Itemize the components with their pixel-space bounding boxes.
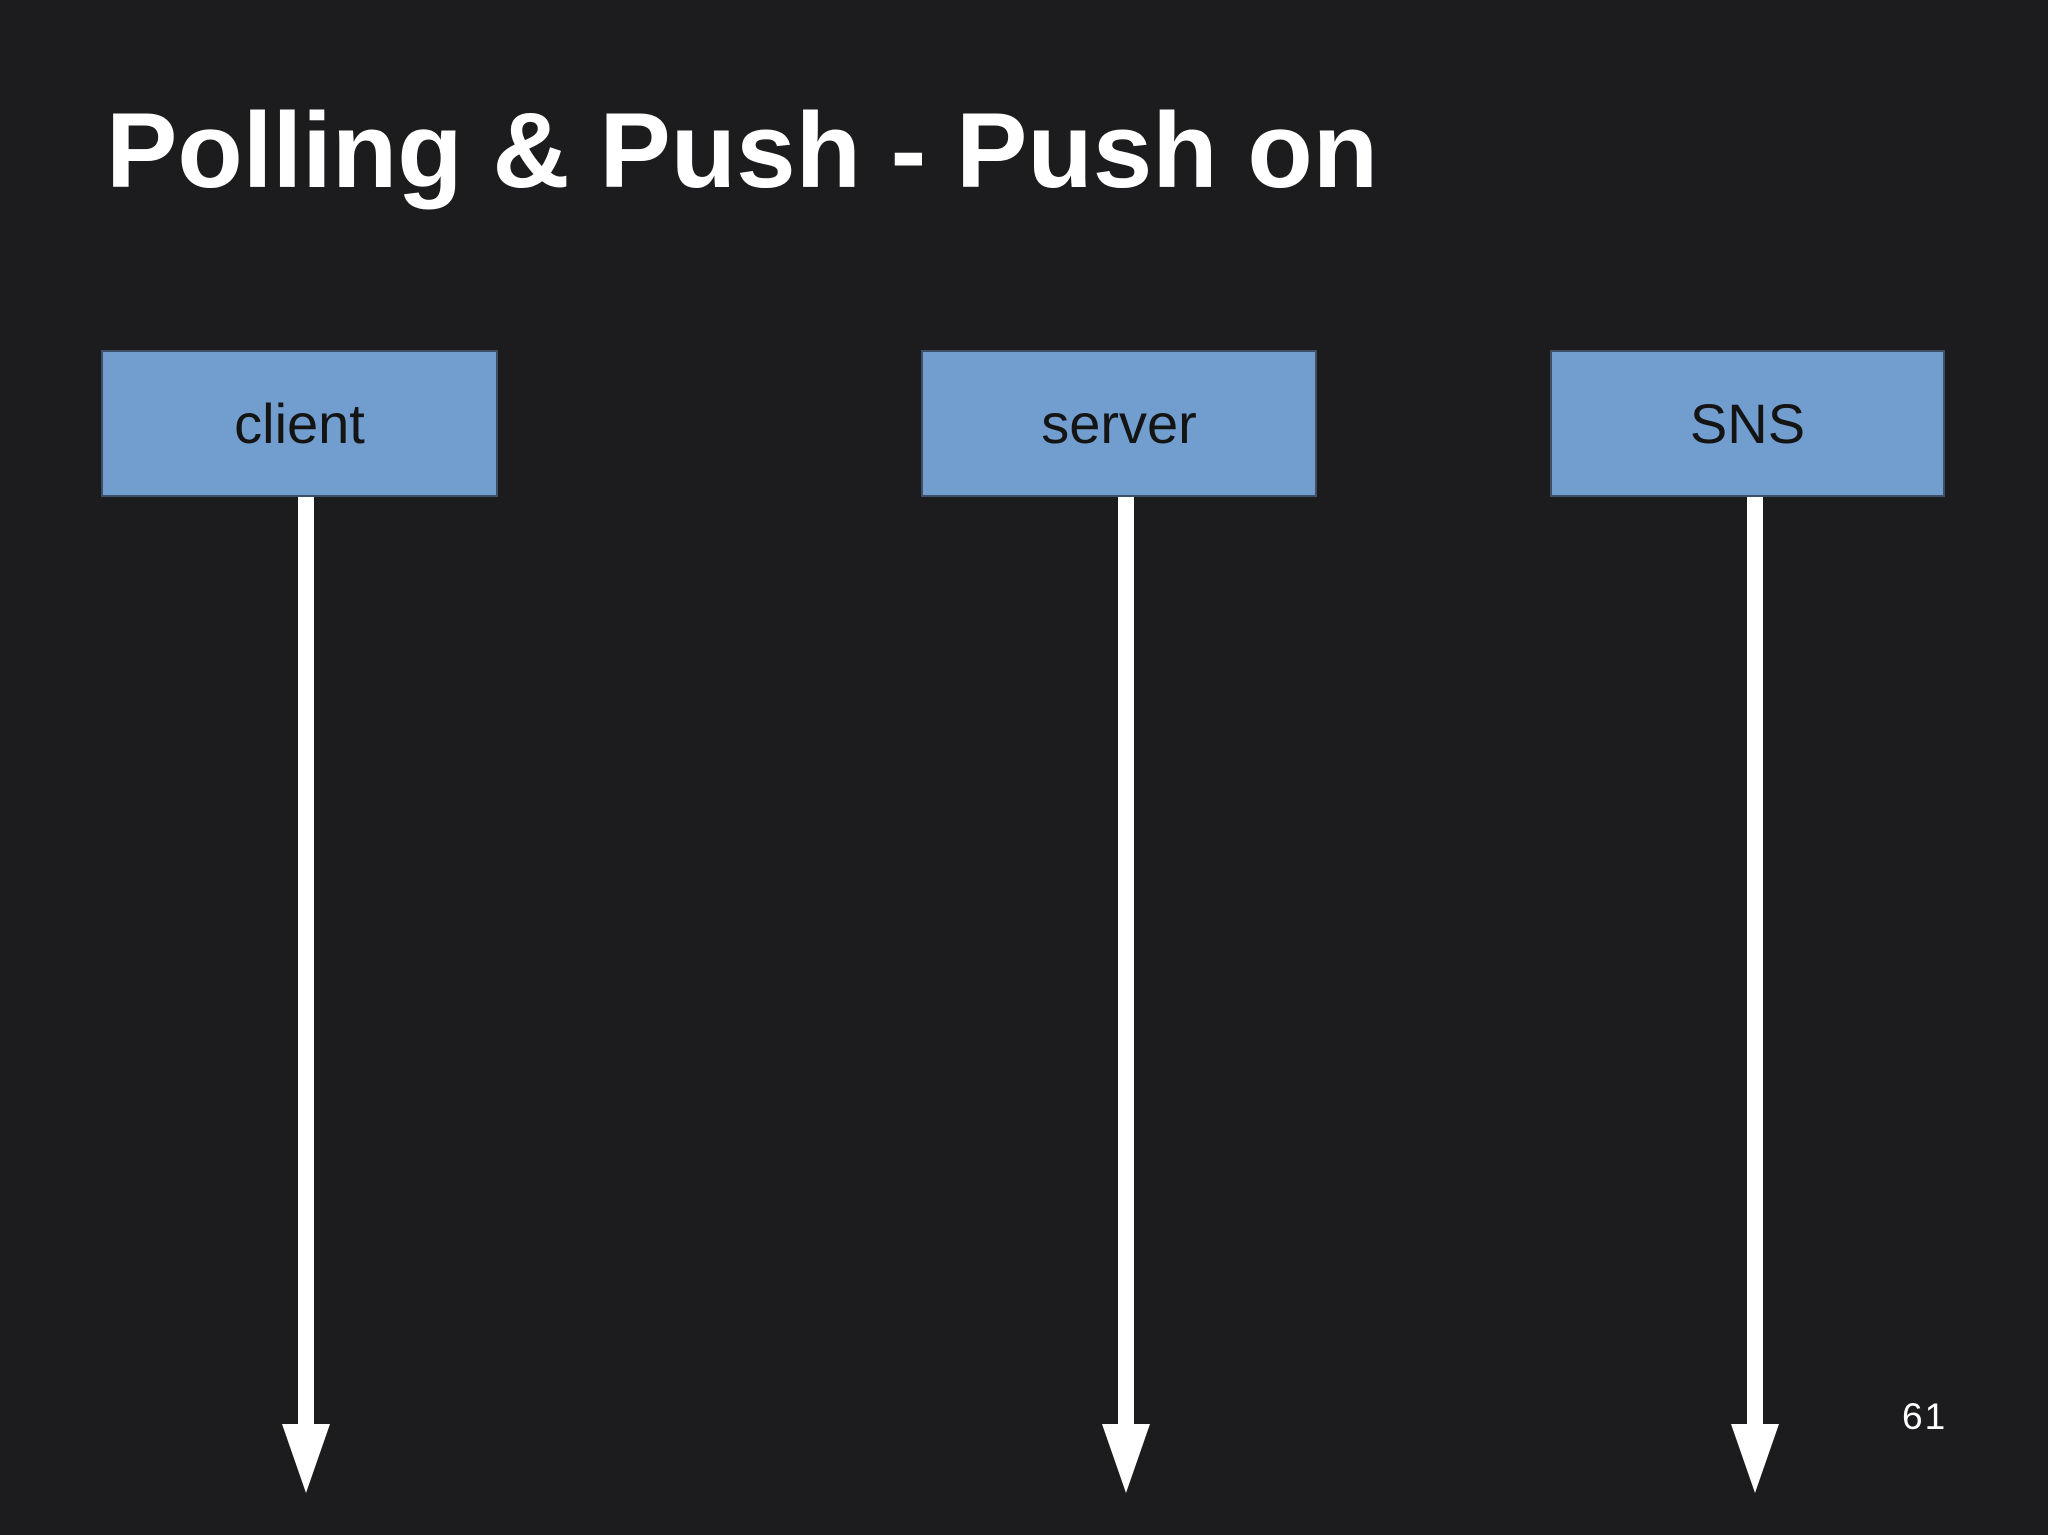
lifeline-shaft [1118, 497, 1134, 1424]
actor-box-sns: SNS [1550, 350, 1945, 497]
arrow-down-icon [1731, 1424, 1779, 1493]
lifeline-client [282, 497, 330, 1493]
actor-box-client: client [101, 350, 498, 497]
lifeline-sns [1731, 497, 1779, 1493]
arrow-down-icon [1102, 1424, 1150, 1493]
actor-box-server: server [921, 350, 1317, 497]
page-number: 61 [1902, 1396, 1948, 1437]
arrow-down-icon [282, 1424, 330, 1493]
lifeline-shaft [298, 497, 314, 1424]
lifeline-shaft [1747, 497, 1763, 1424]
actor-label-server: server [1041, 392, 1197, 455]
lifeline-server [1102, 497, 1150, 1493]
actor-label-sns: SNS [1689, 392, 1806, 455]
slide-title: Polling & Push - Push on [106, 90, 1379, 210]
actor-label-client: client [234, 392, 365, 455]
